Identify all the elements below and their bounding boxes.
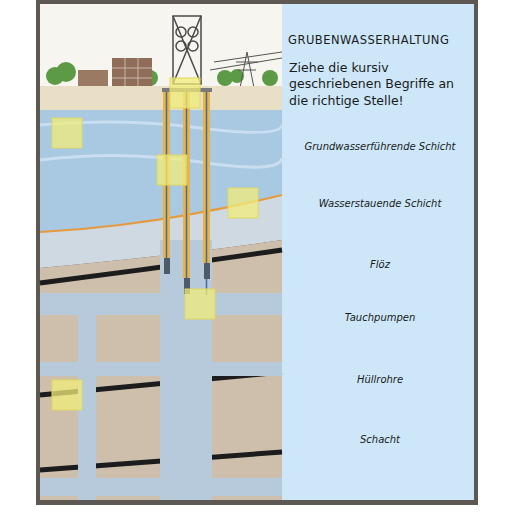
surface-layer — [40, 86, 282, 110]
building-windows — [112, 58, 152, 88]
term-label: Grundwasserführende Schicht — [292, 140, 468, 153]
mine-galleries — [40, 240, 282, 500]
power-pylon — [210, 52, 282, 88]
headframe — [173, 16, 201, 84]
term-label: Hüllrohre — [292, 373, 468, 386]
term-label: Flöz — [292, 258, 468, 271]
frame — [36, 0, 478, 505]
instruction: Ziehe die kursiv geschriebenen Begriffe … — [289, 60, 473, 109]
sky — [40, 4, 282, 88]
text-panel — [282, 4, 474, 500]
term-label: Tauchpumpen — [292, 311, 468, 324]
building — [78, 70, 108, 88]
rock — [40, 240, 282, 500]
title: GRUBENWASSERHALTUNG — [288, 33, 472, 47]
aquifer — [40, 110, 282, 232]
drop-target — [52, 78, 258, 410]
casing-pipes — [162, 88, 212, 295]
term-label: Wasserstauende Schicht — [292, 197, 468, 210]
term-label: Schacht — [292, 433, 468, 446]
building — [112, 58, 152, 88]
